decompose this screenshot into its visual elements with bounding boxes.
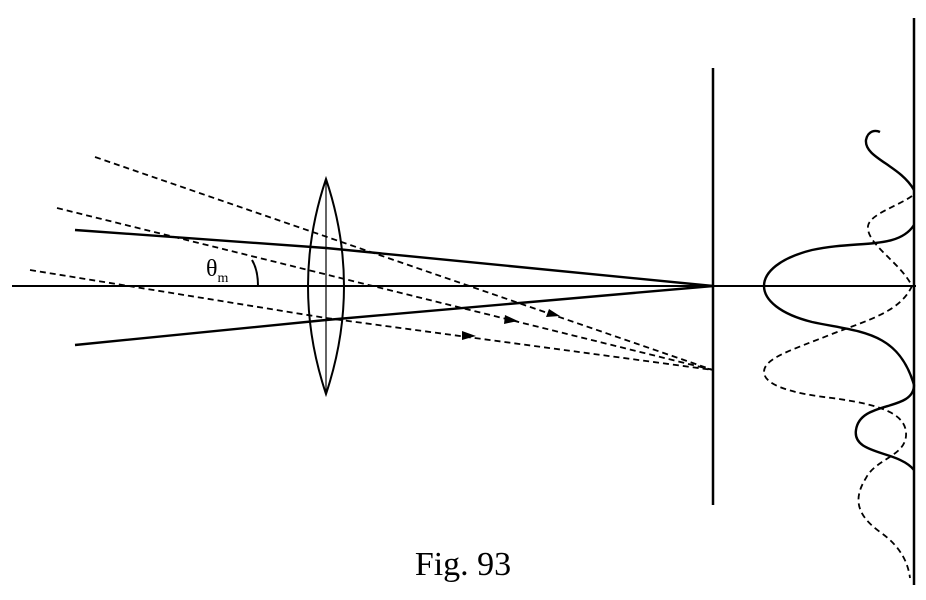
dashed-ray-bottom [29, 269, 327, 319]
angle-label: θm [206, 256, 229, 286]
arrowhead-middle [504, 315, 518, 324]
intensity-curve-solid [762, 129, 916, 471]
intensity-curve-dashed [763, 195, 913, 579]
dashed-ray-middle [56, 207, 714, 371]
figure-caption: Fig. 93 [414, 546, 512, 583]
dashed-ray-bottom-refracted [325, 317, 714, 371]
solid-ray-lower [74, 284, 714, 347]
dashed-ray-top [94, 156, 714, 371]
solid-ray-bundle [74, 228, 714, 347]
angle-arc [251, 259, 259, 287]
arrowhead-top [546, 309, 560, 317]
solid-ray-upper [74, 228, 714, 288]
dashed-ray-bundle [29, 156, 714, 371]
ray-arrowheads [462, 309, 560, 340]
arrowhead-bottom [462, 331, 476, 340]
